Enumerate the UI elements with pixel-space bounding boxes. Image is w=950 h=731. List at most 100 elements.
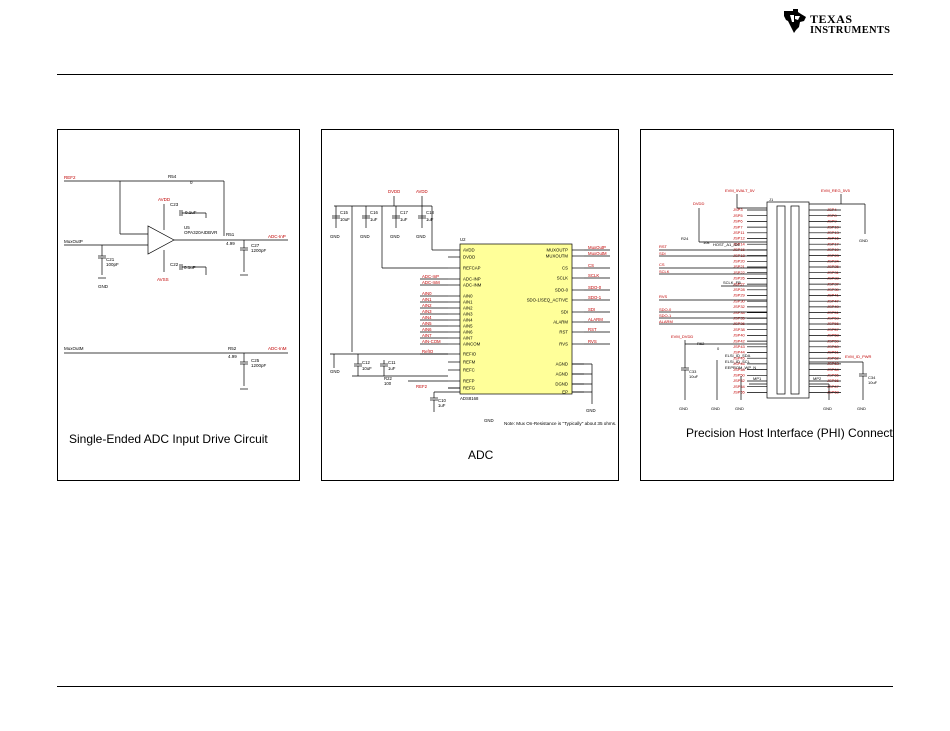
adc-pin-left: REFCAP (463, 266, 481, 271)
r22-label: R22 (384, 376, 392, 381)
decoupling-caps (332, 206, 426, 228)
net-ref2: REF2 (64, 175, 76, 180)
r51-label: R51 (226, 232, 235, 237)
eeprom-label: EEPROM_WP_N (725, 365, 756, 370)
ref2-net: REF2 (416, 384, 428, 389)
adc-pin-left: AIN1 (463, 300, 473, 305)
evm-dvdd-label: EVM_DVDD (671, 334, 693, 339)
phi-jsp-left-label: JSP54 (733, 384, 746, 389)
phi-jsp-left-label: JSP20 (733, 259, 746, 264)
c22-value: 0.1uF (184, 265, 196, 270)
adc-net-right: RST (588, 327, 597, 332)
c25-label: C25 (251, 358, 260, 363)
adc-net-right: SCLK (588, 273, 599, 278)
c10-label: C10 (438, 398, 446, 403)
phi-jsp-left-label: JSP38 (733, 327, 746, 332)
net-sdo0: SDO-0 (659, 307, 672, 312)
phi-jsp-left-label: JSP22 (733, 270, 746, 275)
adc-pin-right: AGND (556, 372, 568, 377)
gnd-1: GND (330, 234, 340, 239)
adc-note: Note: Mux On-Resistance is "Typically" a… (504, 421, 616, 426)
adc-pin-left: AIN2 (463, 306, 473, 311)
r24-label: R24 (681, 236, 689, 241)
adc-pin-left: REFG (463, 386, 476, 391)
muxoutp-net: MuxOutP (64, 239, 83, 244)
panel-input-drive: REF2 R54 0 C23 0.1uF AVDD U5 OPA320AIDBV… (57, 129, 300, 481)
c34-value: 10uF (868, 380, 878, 385)
adc-left-pins: AVDDDVDDREFCAPADC-INPADC-INMAIN0AIN1AIN2… (448, 248, 482, 391)
adc-net-left: AIN0 (422, 291, 432, 296)
phi-jsp-left-label: JSP15 (733, 247, 746, 252)
net-alarm: ALARM (659, 319, 673, 324)
adc-net-right: CS (588, 263, 594, 268)
ti-logo: TEXAS INSTRUMENTS (782, 8, 902, 38)
adc-pin-right: SCLK (557, 276, 568, 281)
adc-ic-body (459, 243, 573, 395)
adc-net-left: AIN7 (422, 333, 432, 338)
gnd-b1: GND (679, 406, 688, 411)
phi-jsp-left-label: JSP40 (733, 333, 746, 338)
elsi-sda-label: ELSI_ID_SDA (725, 353, 751, 358)
adc-net-left: AIN2 (422, 303, 432, 308)
c18-label: C18 (426, 210, 434, 215)
net-cs: CS (659, 262, 665, 267)
adc-pin-right: SDO-0 (555, 288, 569, 293)
adc-pin-left: REFIO (463, 352, 477, 357)
adc-net-left: ADC-InM (422, 280, 440, 285)
phi-jsp-left-label: JSP52 (733, 378, 746, 383)
adc-pin-right: SDI (561, 310, 568, 315)
c23-label: C23 (170, 202, 179, 207)
phi-jsp-left-label: JSP44 (733, 350, 746, 355)
adc-pin-left: AIN7 (463, 336, 473, 341)
c11-value: 1uF (388, 366, 396, 371)
adc-pin-left: REFM (463, 360, 476, 365)
dvdd-label: DVDD (388, 189, 400, 194)
logo-text-instruments: INSTRUMENTS (810, 25, 891, 36)
gnd-b2: GND (711, 406, 720, 411)
dvdd-label: DVDD (693, 201, 704, 206)
r52-label: R52 (228, 346, 237, 351)
adc-pin-left: DVDD (463, 255, 475, 260)
r24-value: 10k (703, 240, 709, 245)
header-rule (57, 74, 893, 75)
adc-right-pins: MUXOUTPMUXOUTMCSSCLKSDO-0SDO-1/SEQ_ACTIV… (527, 248, 584, 395)
ic-part: ADS8168 (460, 396, 479, 401)
adc-pin-right: DGND (555, 382, 568, 387)
c12-value: 10uF (362, 366, 372, 371)
muxoutm-net: MuxOutM (64, 346, 84, 351)
gnd-3: GND (390, 234, 400, 239)
footer-rule (57, 686, 893, 687)
adc-pin-left: AVDD (463, 248, 475, 253)
panel-caption: Precision Host Interface (PHI) Connectio… (686, 426, 894, 440)
c33-value: 10uF (689, 374, 699, 379)
r62-value: 0 (717, 346, 720, 351)
panel-caption: Single-Ended ADC Input Drive Circuit (69, 432, 268, 446)
adcinm-net: ADC-InM (268, 346, 287, 351)
phi-jsp-left-label: JSP50 (733, 373, 746, 378)
host-a1-label: HOST_A1_ID6 (713, 242, 740, 247)
phi-jsp-left-label: JSP28 (733, 287, 746, 292)
elsi-scl-label: ELSI_ID_SCL (725, 359, 751, 364)
phi-jsp-left-label: JSP6 (733, 219, 743, 224)
mp2-label: MP2 (813, 376, 822, 381)
panel-caption: ADC (468, 448, 494, 462)
avdd-label: AVDD (416, 189, 428, 194)
c18-value: 1uF (426, 217, 434, 222)
phi-jsp-left: JSP3JSP5JSP6JSP7JSP11JSP12JSP14JSP15JSP1… (733, 207, 767, 395)
phi-jsp-left-label: JSP21 (733, 264, 746, 269)
adc-pin-right: MUXOUTM (546, 254, 569, 259)
adc-pin-left: REFC (463, 368, 475, 373)
adc-net-right: ALARM (588, 317, 603, 322)
phi-jsp-left-label: JSP45 (733, 355, 746, 360)
c16-value: 1uF (370, 217, 378, 222)
phi-jsp-left-label: JSP12 (733, 236, 746, 241)
adcinp-net: ADC-InP (268, 234, 286, 239)
adc-pin-right: AGND (556, 362, 568, 367)
gnd-5: GND (330, 369, 340, 374)
c27-label: C27 (251, 243, 260, 248)
adc-net-left: AIN6 (422, 327, 432, 332)
adc-pin-left: AINCOM (463, 342, 481, 347)
adc-pin-left: AIN4 (463, 318, 473, 323)
c23-value: 0.1uF (185, 210, 197, 215)
